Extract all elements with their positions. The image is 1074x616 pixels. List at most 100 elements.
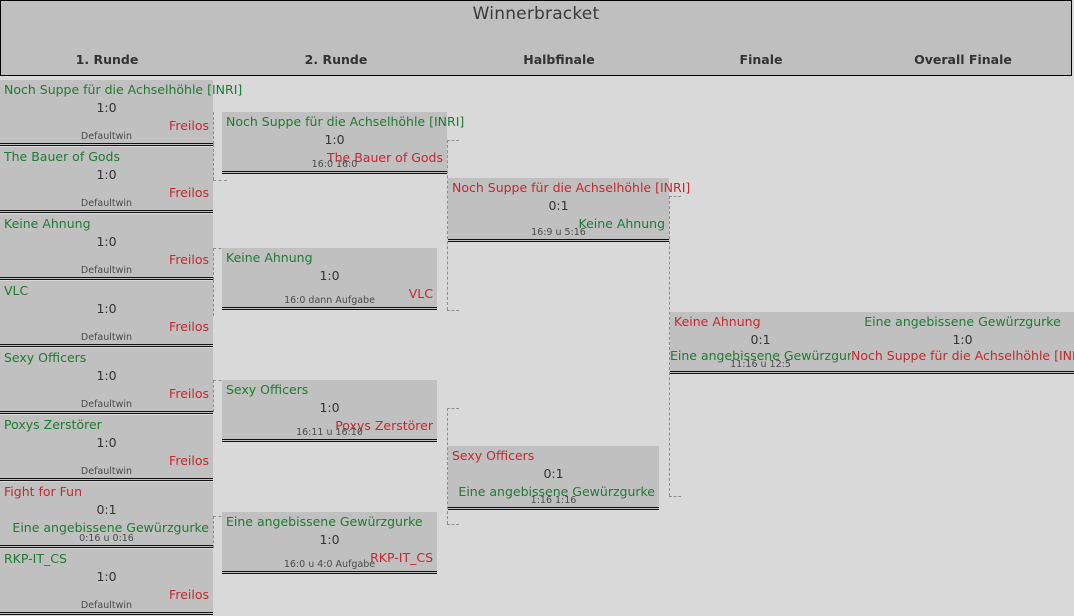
match-player-bottom: Freilos <box>169 252 209 267</box>
match-player-top: Noch Suppe für die Achselhöhle [INRI] <box>4 82 243 97</box>
match-detail: Defaultwin <box>80 600 133 611</box>
match-box[interactable]: Sexy Officers 1:0 Poxys Zerstörer 16:11 … <box>222 380 437 442</box>
match-player-bottom: Eine angebissene Gewürzgurke <box>458 484 655 499</box>
match-detail: Defaultwin <box>80 131 133 142</box>
match-score: 1:0 <box>319 268 340 283</box>
connector <box>669 196 681 197</box>
match-score: 1:0 <box>96 368 117 383</box>
match-score: 0:1 <box>548 198 569 213</box>
match-detail: 16:9 u 5:16 <box>531 227 586 238</box>
match-score: 0:1 <box>543 466 564 481</box>
match-box[interactable]: Eine angebissene Gewürzgurke 1:0 RKP-IT_… <box>222 512 437 574</box>
match-box[interactable]: Noch Suppe für die Achselhöhle [INRI] 1:… <box>0 80 242 146</box>
match-detail: 16:11 u 16:10 <box>296 427 363 438</box>
connector <box>447 524 459 525</box>
bracket-header <box>0 0 1072 76</box>
match-score: 1:0 <box>324 132 345 147</box>
connector <box>447 408 448 524</box>
round-header-2: 2. Runde <box>304 52 368 67</box>
match-box[interactable]: RKP-IT_CS 1:0 Freilos Defaultwin <box>0 549 213 615</box>
match-player-top: Keine Ahnung <box>674 314 761 329</box>
match-player-bottom: Freilos <box>169 319 209 334</box>
match-player-top: Sexy Officers <box>452 448 535 463</box>
match-box[interactable]: Sexy Officers 0:1 Eine angebissene Gewür… <box>448 446 659 510</box>
match-detail: Defaultwin <box>80 198 133 209</box>
match-player-top: Noch Suppe für die Achselhöhle [INRI] <box>226 114 465 129</box>
match-player-bottom: Freilos <box>169 453 209 468</box>
match-player-bottom: Eine angebissene Gewürzgurke <box>670 348 867 363</box>
match-score: 1:0 <box>319 532 340 547</box>
round-header-4: Finale <box>739 52 783 67</box>
match-box[interactable]: Poxys Zerstörer 1:0 Freilos Defaultwin <box>0 415 213 481</box>
connector <box>213 248 227 249</box>
match-box[interactable]: VLC 1:0 Freilos Defaultwin <box>0 281 213 347</box>
match-detail: 0:16 u 0:16 <box>79 533 134 544</box>
match-detail: Defaultwin <box>80 332 133 343</box>
match-score: 1:0 <box>96 569 117 584</box>
match-box[interactable]: Keine Ahnung 1:0 VLC 16:0 dann Aufgabe <box>222 248 437 310</box>
match-player-bottom: Eine angebissene Gewürzgurke <box>12 520 209 535</box>
match-detail: Defaultwin <box>80 466 133 477</box>
connector <box>447 140 448 310</box>
match-player-bottom: VLC <box>408 286 433 301</box>
match-detail: 16:0 dann Aufgabe <box>284 295 375 306</box>
match-player-bottom: The Bauer of Gods <box>327 150 443 165</box>
match-player-top: Eine angebissene Gewürzgurke <box>226 514 423 529</box>
connector <box>447 140 459 141</box>
connector <box>213 144 214 180</box>
match-player-top: RKP-IT_CS <box>4 551 67 566</box>
match-box[interactable]: Noch Suppe für die Achselhöhle [INRI] 0:… <box>448 178 690 242</box>
match-player-top: The Bauer of Gods <box>4 149 120 164</box>
connector <box>669 196 670 496</box>
match-box[interactable]: Keine Ahnung 1:0 Freilos Defaultwin <box>0 214 213 280</box>
connector <box>213 380 227 381</box>
connector <box>213 516 214 548</box>
match-detail: Defaultwin <box>80 265 133 276</box>
round-header-1: 1. Runde <box>75 52 139 67</box>
connector <box>447 408 459 409</box>
match-player-bottom: Freilos <box>169 118 209 133</box>
round-header-5: Overall Finale <box>914 52 1012 67</box>
match-box[interactable]: Noch Suppe für die Achselhöhle [INRI] 1:… <box>222 112 464 174</box>
match-box[interactable]: The Bauer of Gods 1:0 Freilos Defaultwin <box>0 147 213 213</box>
connector <box>213 516 227 517</box>
match-box[interactable]: Keine Ahnung 0:1 Eine angebissene Gewürz… <box>670 312 867 374</box>
match-detail: 16:0 u 4:0 Aufgabe <box>283 559 376 570</box>
match-score: 1:0 <box>952 332 973 347</box>
match-player-top: Poxys Zerstörer <box>4 417 102 432</box>
connector <box>447 310 459 311</box>
match-player-top: Fight for Fun <box>4 484 82 499</box>
match-score: 1:0 <box>96 301 117 316</box>
connector <box>213 380 214 412</box>
match-player-bottom: Keine Ahnung <box>578 216 666 231</box>
connector <box>669 496 681 497</box>
match-player-bottom: RKP-IT_CS <box>370 550 433 565</box>
match-player-top: Eine angebissene Gewürzgurke <box>864 314 1061 329</box>
match-detail: 16:0 16:0 <box>311 159 358 170</box>
connector <box>213 280 214 316</box>
match-detail: 1:16 1:16 <box>530 495 577 506</box>
match-detail: 11:16 u 12:5 <box>730 359 791 370</box>
page-title: Winnerbracket <box>472 4 600 24</box>
match-box[interactable]: Eine angebissene Gewürzgurke 1:0 Noch Su… <box>851 312 1074 374</box>
connector <box>213 112 214 144</box>
match-player-top: Sexy Officers <box>226 382 309 397</box>
match-score: 1:0 <box>96 167 117 182</box>
match-score: 0:1 <box>750 332 771 347</box>
match-player-bottom: Freilos <box>169 185 209 200</box>
match-player-top: Keine Ahnung <box>226 250 313 265</box>
match-player-bottom: Noch Suppe für die Achselhöhle [INRI] <box>851 348 1074 363</box>
connector <box>213 180 227 181</box>
match-player-top: Keine Ahnung <box>4 216 91 231</box>
match-box[interactable]: Sexy Officers 1:0 Freilos Defaultwin <box>0 348 213 414</box>
match-score: 1:0 <box>96 100 117 115</box>
connector <box>213 248 214 280</box>
match-box[interactable]: Fight for Fun 0:1 Eine angebissene Gewür… <box>0 482 213 548</box>
match-score: 1:0 <box>96 435 117 450</box>
match-player-top: Noch Suppe für die Achselhöhle [INRI] <box>452 180 691 195</box>
match-score: 1:0 <box>96 234 117 249</box>
match-player-bottom: Freilos <box>169 386 209 401</box>
round-header-3: Halbfinale <box>523 52 595 67</box>
match-player-top: VLC <box>4 283 29 298</box>
